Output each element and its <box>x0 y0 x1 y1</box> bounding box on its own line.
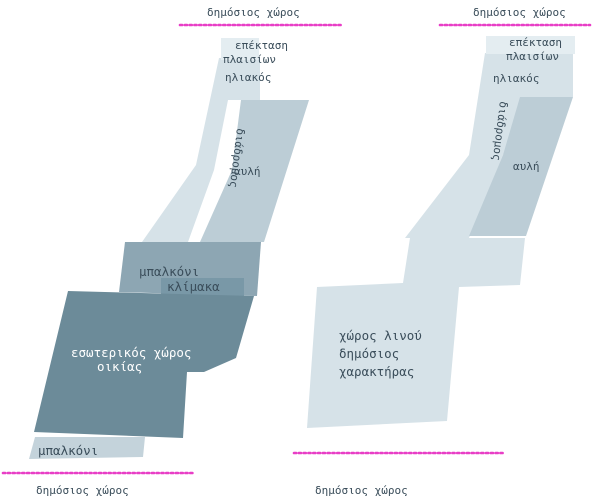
right-public-character-line1: χώρος λινού <box>339 328 422 343</box>
left-balcony-label: μπαλκόνι <box>139 264 199 279</box>
right-courtyard-zone <box>469 97 573 236</box>
left-solar-label: ηλιακός <box>225 71 271 84</box>
left-plan: δημόσιος χώρος επέκταση πλαισίων ηλιακός… <box>1 6 343 497</box>
left-public-space-bottom: δημόσιος χώρος <box>36 484 129 497</box>
right-solar-label: ηλιακός <box>493 72 539 85</box>
right-public-character-line3: χαρακτήρας <box>339 364 414 379</box>
left-frame-extension-line2: πλαισίων <box>223 53 276 66</box>
left-interior-line2: οικίας <box>97 359 142 374</box>
left-stair-zone <box>161 278 244 296</box>
left-frame-extension <box>221 38 259 60</box>
right-courtyard-label: αυλή <box>513 160 540 173</box>
left-interior-line1: εσωτερικός χώρος <box>71 345 191 360</box>
left-corridor-zone <box>142 58 260 242</box>
right-frame-extension-line2: πλαισίων <box>506 50 559 63</box>
left-bottom-balcony-label: μπαλκόνι <box>38 443 98 458</box>
right-public-character-line2: δημόσιος <box>339 346 399 361</box>
left-bottom-balcony <box>29 437 145 459</box>
right-corridor-zone <box>405 53 573 238</box>
left-stair-label: κλίμακα <box>167 279 220 294</box>
right-frame-extension-line1: επέκταση <box>509 36 562 49</box>
right-lower-zone <box>307 238 525 428</box>
left-courtyard-label: αυλή <box>234 165 261 178</box>
right-public-space-bottom: δημόσιος χώρος <box>315 484 408 497</box>
left-interior-zone <box>34 291 254 438</box>
left-courtyard-zone <box>200 100 309 242</box>
right-public-space-top: δημόσιος χώρος <box>473 6 566 19</box>
right-frame-extension <box>486 36 575 54</box>
left-public-space-top: δημόσιος χώρος <box>207 6 300 19</box>
left-frame-extension-line1: επέκταση <box>235 39 288 52</box>
right-plan: δημόσιος χώρος επέκταση πλαισίων ηλιακός… <box>292 6 592 497</box>
